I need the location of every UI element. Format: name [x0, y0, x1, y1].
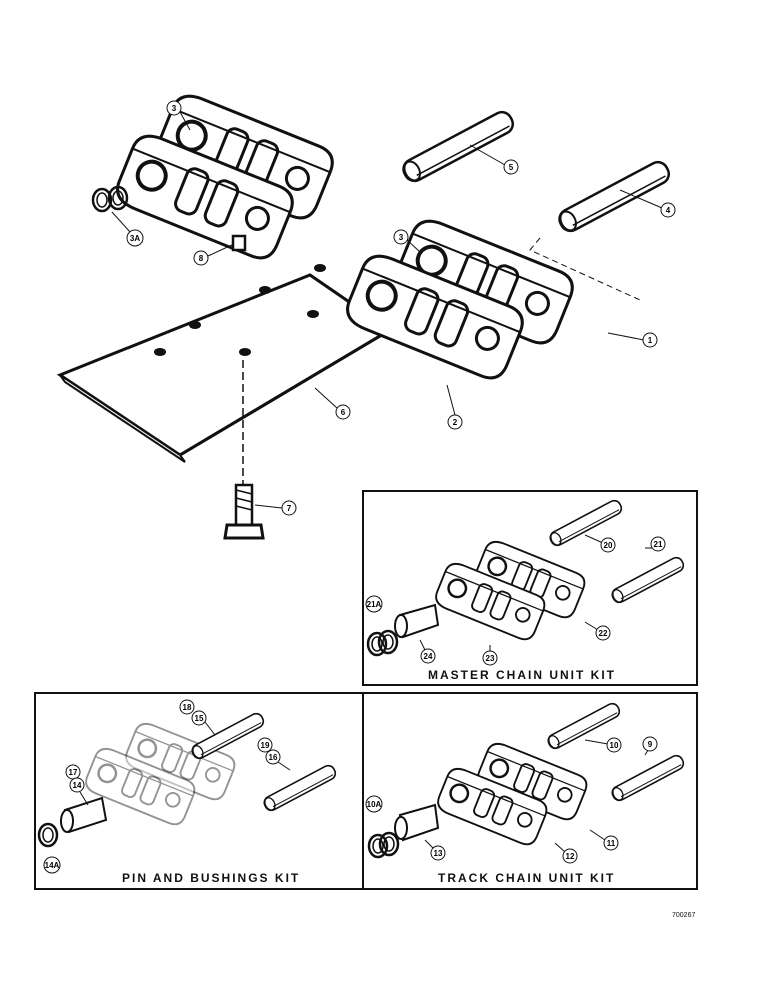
main-assembly	[56, 88, 674, 540]
svg-text:23: 23	[486, 654, 495, 663]
callout-10: 10	[584, 737, 622, 753]
svg-text:15: 15	[195, 714, 204, 723]
master-kit-drawing	[366, 497, 687, 657]
master-chain-kit-box	[362, 490, 698, 686]
svg-text:10: 10	[610, 741, 619, 750]
pin-bushings-kit-title: PIN AND BUSHINGS KIT	[122, 871, 301, 885]
svg-text:6: 6	[341, 408, 346, 417]
bolt-7	[223, 360, 265, 540]
callout-3-right: 3	[393, 229, 421, 253]
callout-21A: 21A	[365, 595, 383, 613]
callout-5: 5	[469, 144, 519, 175]
callout-24: 24	[419, 639, 436, 664]
svg-text:1: 1	[648, 336, 653, 345]
callout-13: 13	[424, 839, 446, 861]
svg-text:16: 16	[269, 753, 278, 762]
pin-5	[398, 107, 518, 186]
callout-14A: 14A	[43, 856, 61, 874]
callout-17: 17	[65, 764, 81, 780]
svg-text:21: 21	[654, 540, 663, 549]
svg-text:3A: 3A	[130, 234, 140, 243]
svg-text:11: 11	[607, 839, 616, 848]
svg-text:20: 20	[604, 541, 613, 550]
svg-text:19: 19	[261, 741, 270, 750]
svg-text:12: 12	[566, 852, 575, 861]
nut-8	[231, 234, 247, 252]
svg-text:2: 2	[453, 418, 458, 427]
callout-3-top: 3	[166, 100, 191, 131]
svg-text:14A: 14A	[45, 861, 60, 870]
callout-20: 20	[584, 534, 616, 553]
callout-23: 23	[482, 645, 498, 666]
callout-6: 6	[314, 387, 351, 420]
svg-text:8: 8	[199, 254, 204, 263]
reference-number: 700267	[672, 912, 696, 919]
svg-text:24: 24	[424, 652, 433, 661]
callout-12: 12	[554, 842, 578, 864]
callout-14: 14	[69, 777, 89, 806]
callout-18: 18	[179, 699, 195, 715]
pins-kit-drawing	[37, 710, 339, 848]
svg-text:4: 4	[666, 206, 671, 215]
svg-text:10A: 10A	[367, 800, 382, 809]
svg-text:7: 7	[287, 504, 292, 513]
callout-15: 15	[191, 710, 216, 736]
callout-21: 21	[645, 536, 666, 552]
track-kit-drawing	[367, 700, 687, 859]
svg-text:21A: 21A	[367, 600, 382, 609]
callout-11: 11	[589, 829, 619, 851]
svg-text:22: 22	[599, 629, 608, 638]
callout-10A: 10A	[365, 795, 383, 813]
pin-4	[554, 157, 674, 236]
svg-text:3: 3	[399, 233, 404, 242]
callout-2: 2	[446, 384, 463, 430]
svg-text:5: 5	[509, 163, 514, 172]
callout-8: 8	[193, 243, 235, 266]
callout-4: 4	[619, 189, 676, 218]
svg-text:18: 18	[183, 703, 192, 712]
svg-text:14: 14	[73, 781, 82, 790]
callout-16: 16	[265, 749, 291, 771]
pin-bushings-kit-box	[34, 692, 364, 890]
callout-22: 22	[584, 621, 611, 641]
svg-text:3: 3	[172, 104, 177, 113]
callout-7: 7	[254, 500, 297, 516]
callout-3A: 3A	[111, 211, 144, 247]
callout-19: 19	[257, 737, 273, 753]
callout-9: 9	[642, 736, 658, 756]
master-chain-kit-title: MASTER CHAIN UNIT KIT	[428, 668, 616, 682]
svg-text:13: 13	[434, 849, 443, 858]
callout-1: 1	[607, 332, 658, 348]
track-chain-kit-box	[362, 692, 698, 890]
track-shoe	[56, 264, 393, 463]
svg-text:9: 9	[648, 740, 653, 749]
svg-text:17: 17	[69, 768, 78, 777]
track-chain-kit-title: TRACK CHAIN UNIT KIT	[438, 871, 616, 885]
